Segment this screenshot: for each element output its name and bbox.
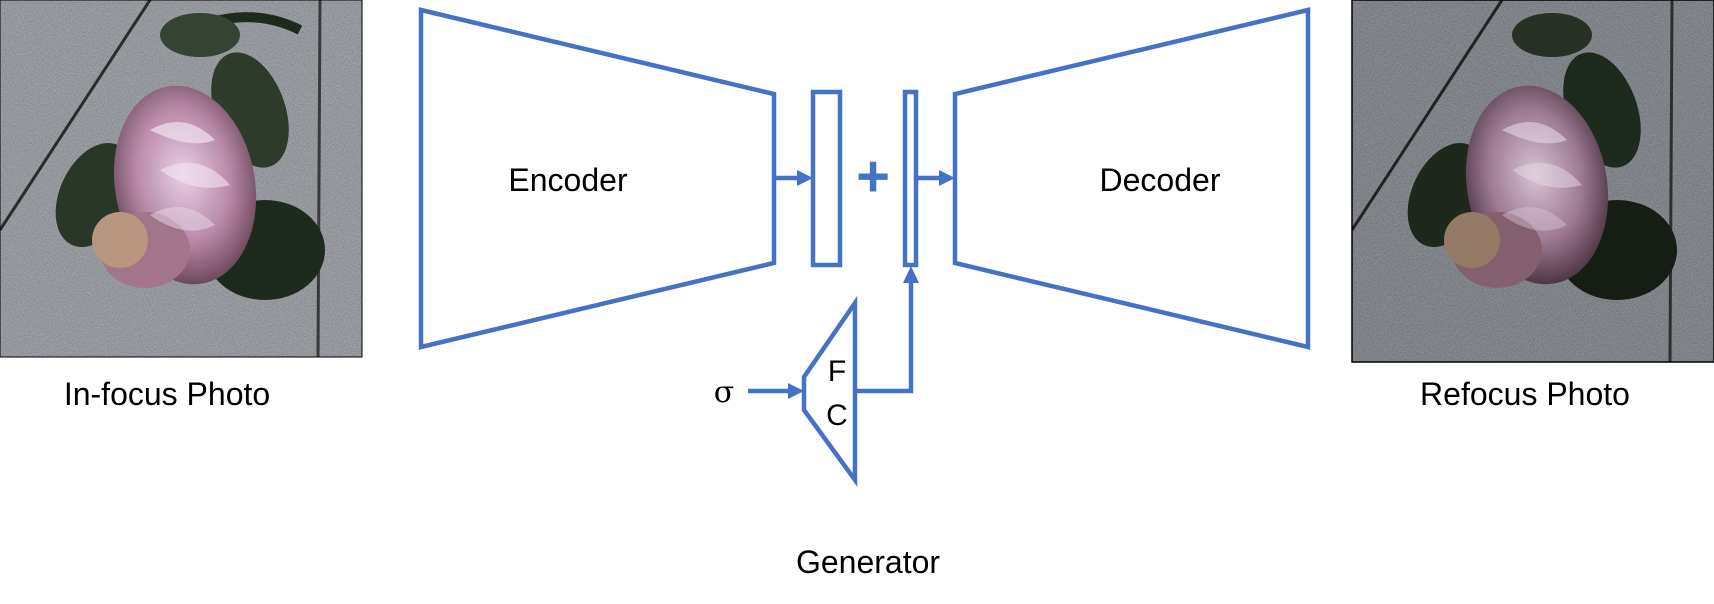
fc-label-f: F <box>828 355 846 388</box>
arrowhead-encoder <box>797 170 813 186</box>
encoder-label: Encoder <box>508 162 628 198</box>
output-photo-frame <box>1351 0 1714 363</box>
decoder-block <box>952 7 1311 350</box>
fc-label-c: C <box>826 399 848 432</box>
fc-to-condition-arrow <box>855 282 914 394</box>
encoder-block <box>418 7 777 350</box>
input-photo <box>0 0 362 357</box>
fc-block <box>801 295 858 487</box>
output-caption: Refocus Photo <box>1420 376 1630 412</box>
arrowhead-decoder <box>939 170 955 186</box>
input-caption: In-focus Photo <box>64 376 270 412</box>
generator-label: Generator <box>796 544 940 580</box>
arrowhead-condition <box>903 266 919 283</box>
concat-plus-sign: + <box>856 144 890 209</box>
decoder-label: Decoder <box>1100 162 1221 198</box>
sigma-label: σ <box>714 375 734 410</box>
output-photo <box>1352 0 1714 362</box>
condition-code-bar <box>902 89 919 268</box>
input-photo-frame <box>0 0 363 358</box>
latent-code-bar <box>810 89 843 268</box>
arrowhead-sigma <box>788 383 804 399</box>
